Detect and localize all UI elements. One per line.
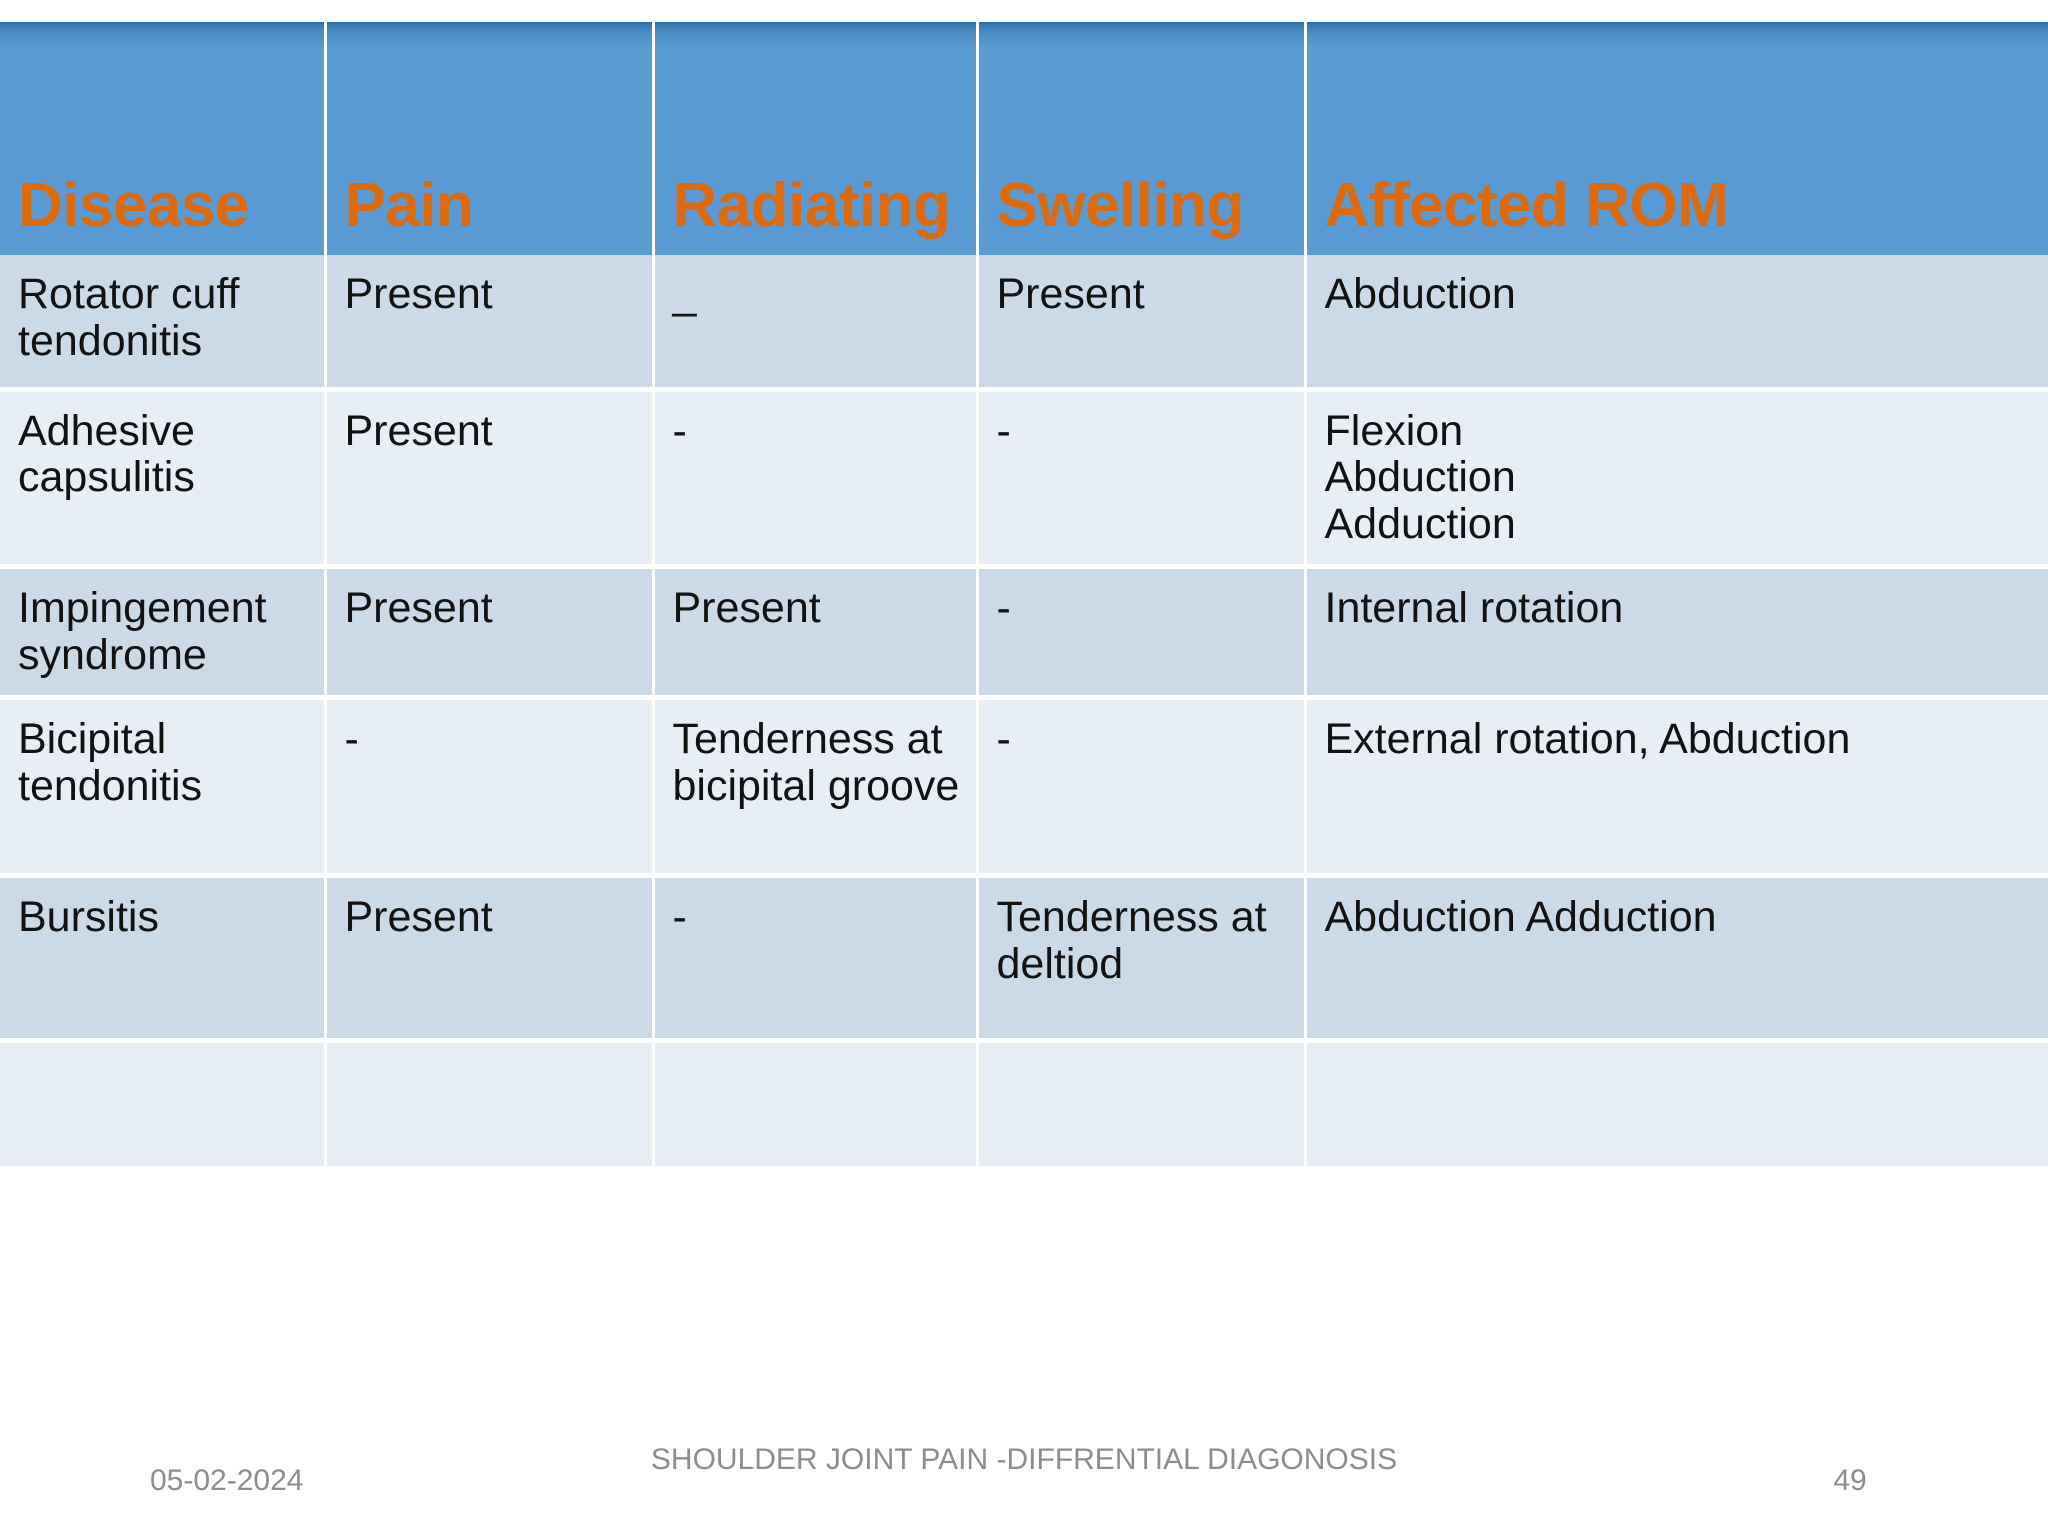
cell-affected-rom: Abduction — [1305, 255, 2048, 392]
table-body: Rotator cuff tendonitis Present _ Presen… — [0, 255, 2048, 1171]
slide-page-number: 49 — [1833, 1464, 1867, 1497]
cell-text: Present — [344, 584, 493, 633]
cell-pain: Present — [325, 255, 655, 392]
cell-swelling: - — [977, 566, 1307, 700]
footer-title: SHOULDER JOINT PAIN -DIFFRENTIAL DIAGONO… — [650, 1443, 1398, 1476]
cell-text: Adhesive capsulitis — [18, 406, 207, 502]
cell-affected-rom: Abduction Adduction — [1305, 875, 2048, 1043]
table-row: Adhesive capsulitis Present - - Flexion … — [0, 389, 2048, 570]
cell-text: Bursitis — [18, 892, 159, 941]
cell-radiating: _ — [653, 255, 979, 392]
cell-text: Flexion Abduction Adduction — [1324, 406, 1516, 549]
cell-text: Present — [672, 584, 821, 633]
cell-text: Tenderness at bicipital groove — [672, 714, 960, 810]
table-row: Impingement syndrome Present Present - I… — [0, 566, 2048, 700]
cell-text: - — [996, 406, 1011, 455]
cell-text: _ — [672, 270, 697, 318]
cell-text: - — [672, 892, 687, 941]
cell-text: - — [996, 584, 1011, 633]
cell-text: Present — [344, 270, 493, 318]
cell-radiating: - — [653, 389, 979, 570]
column-header-swelling-label: Swelling — [996, 170, 1245, 240]
cell-disease: Bicipital tendonitis — [0, 697, 327, 878]
table-row: Bursitis Present - Tenderness at deltiod… — [0, 875, 2048, 1043]
differential-diagnosis-table: Disease Pain Radiating Swelling Affected… — [0, 22, 2048, 1171]
cell-affected-rom: External rotation, Abduction — [1305, 697, 2048, 878]
cell-radiating — [653, 1040, 979, 1171]
cell-disease: Rotator cuff tendonitis — [0, 255, 327, 392]
column-header-radiating: Radiating — [653, 22, 979, 255]
cell-disease: Adhesive capsulitis — [0, 389, 327, 570]
cell-pain: Present — [325, 875, 655, 1043]
cell-text: External rotation, Abduction — [1324, 714, 1851, 763]
cell-pain: - — [325, 697, 655, 878]
cell-text: Tenderness at deltiod — [996, 892, 1279, 988]
table-header-row: Disease Pain Radiating Swelling Affected… — [0, 22, 2048, 255]
cell-pain — [325, 1040, 655, 1171]
differential-diagnosis-table-wrapper: Disease Pain Radiating Swelling Affected… — [0, 22, 2048, 1171]
cell-swelling: - — [977, 697, 1307, 878]
cell-text: Abduction — [1324, 270, 1516, 318]
cell-radiating: Present — [653, 566, 979, 700]
table-row: Rotator cuff tendonitis Present _ Presen… — [0, 255, 2048, 392]
cell-disease: Bursitis — [0, 875, 327, 1043]
cell-text: Impingement syndrome — [18, 584, 279, 679]
cell-text: - — [996, 714, 1011, 763]
cell-swelling — [977, 1040, 1307, 1171]
column-header-pain-label: Pain — [344, 170, 474, 240]
cell-text: Abduction Adduction — [1324, 892, 1717, 941]
column-header-affected-rom: Affected ROM — [1305, 22, 2048, 255]
cell-swelling: Tenderness at deltiod — [977, 875, 1307, 1043]
cell-text: Present — [344, 892, 493, 941]
table-row: Bicipital tendonitis - Tenderness at bic… — [0, 697, 2048, 878]
cell-text: Present — [996, 270, 1145, 318]
cell-disease: Impingement syndrome — [0, 566, 327, 700]
column-header-swelling: Swelling — [977, 22, 1307, 255]
cell-text: Rotator cuff tendonitis — [18, 270, 252, 365]
cell-affected-rom: Internal rotation — [1305, 566, 2048, 700]
column-header-pain: Pain — [325, 22, 655, 255]
table-row — [0, 1040, 2048, 1171]
cell-text: Present — [344, 406, 493, 455]
cell-radiating: Tenderness at bicipital groove — [653, 697, 979, 878]
column-header-disease-label: Disease — [18, 170, 249, 240]
column-header-radiating-label: Radiating — [672, 170, 951, 240]
cell-text: Bicipital tendonitis — [18, 714, 203, 810]
slide-footer: 05-02-2024 SHOULDER JOINT PAIN -DIFFRENT… — [0, 1432, 2048, 1536]
cell-radiating: - — [653, 875, 979, 1043]
cell-swelling: Present — [977, 255, 1307, 392]
column-header-affected-rom-label: Affected ROM — [1324, 170, 1729, 240]
table-header: Disease Pain Radiating Swelling Affected… — [0, 22, 2048, 255]
footer-date: 05-02-2024 — [150, 1464, 304, 1497]
cell-pain: Present — [325, 566, 655, 700]
cell-text: - — [344, 714, 359, 763]
cell-text: - — [672, 406, 687, 455]
column-header-disease: Disease — [0, 22, 327, 255]
cell-disease — [0, 1040, 327, 1171]
cell-text: Internal rotation — [1324, 584, 1624, 633]
cell-affected-rom: Flexion Abduction Adduction — [1305, 389, 2048, 570]
cell-swelling: - — [977, 389, 1307, 570]
cell-affected-rom — [1305, 1040, 2048, 1171]
cell-pain: Present — [325, 389, 655, 570]
